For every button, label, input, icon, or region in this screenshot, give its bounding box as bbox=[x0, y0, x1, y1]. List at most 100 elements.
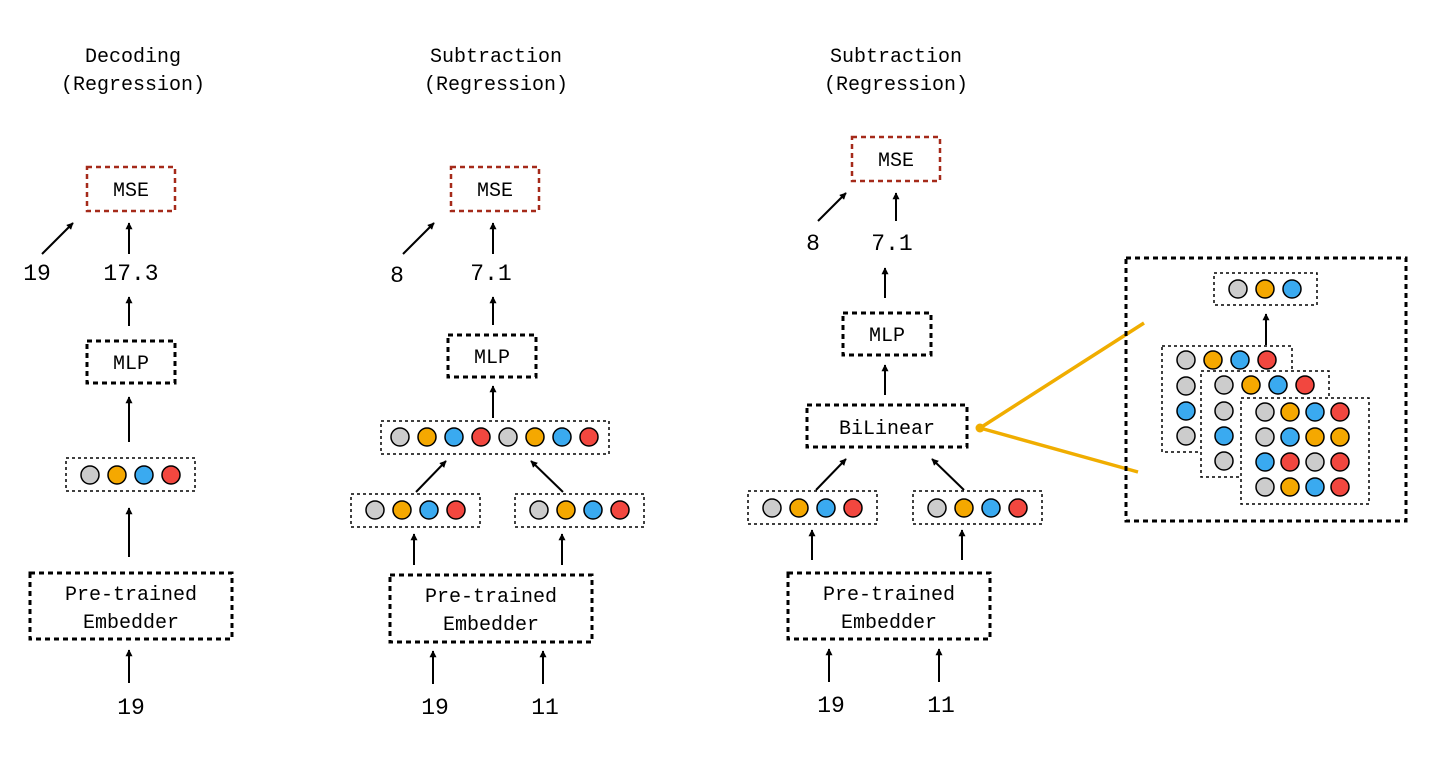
panel2-embedding-a-orange-dot bbox=[392, 500, 412, 520]
panel2-title-line1: Subtraction bbox=[430, 46, 562, 69]
zoom-matrix-front-blue-dot bbox=[1280, 427, 1300, 447]
panel3-bilinear-label: BiLinear bbox=[839, 418, 935, 441]
panel3-embedding-a-blue-dot bbox=[816, 498, 836, 518]
panel2-concat-orange-dot bbox=[417, 427, 437, 447]
zoom-matrix-front-orange-dot bbox=[1330, 427, 1350, 447]
panel1-embedding-orange-dot bbox=[107, 465, 127, 485]
panel2-concat-dots bbox=[390, 427, 599, 447]
zoom-anchor-dot bbox=[975, 423, 985, 433]
panel2-embedding-a bbox=[350, 493, 481, 528]
panel2-mlp-box bbox=[446, 333, 538, 379]
panel1-loss-box bbox=[85, 165, 177, 213]
panel3-embedding-a-red-dot bbox=[843, 498, 863, 518]
panel2-prediction: 7.1 bbox=[470, 261, 511, 287]
panel2-input-a: 19 bbox=[421, 695, 449, 721]
panel3-bilinear-box bbox=[805, 403, 969, 449]
panel2-left-merge-arrow bbox=[415, 460, 447, 493]
panel1-embedding-dots bbox=[80, 465, 181, 485]
panel3-mlp-box bbox=[841, 311, 933, 357]
panel2-embedder-line2: Embedder bbox=[443, 614, 539, 637]
zoom-matrix-mid-red-dot bbox=[1295, 375, 1315, 395]
zoom-frame bbox=[1124, 256, 1408, 523]
panel-subtraction-bilinear: Subtraction (Regression) MSE 8 7.1 MLP B… bbox=[747, 46, 1043, 719]
panel2-loss-label: MSE bbox=[477, 180, 513, 203]
zoom-matrix-front-red-dot bbox=[1330, 402, 1350, 422]
zoom-output-gray-dot bbox=[1228, 279, 1248, 299]
panel2-title-line2: (Regression) bbox=[424, 74, 568, 97]
panel1-mlp-label: MLP bbox=[113, 353, 149, 376]
panel2-input-b: 11 bbox=[531, 695, 559, 721]
panel2-embedding-a-blue-dot bbox=[419, 500, 439, 520]
zoom-matrix-front-gray-dot bbox=[1255, 402, 1275, 422]
zoom-matrix-back-gray-dot bbox=[1176, 426, 1196, 446]
panel1-title-line2: (Regression) bbox=[61, 74, 205, 97]
panel2-embedding-a-dots bbox=[365, 500, 466, 520]
zoom-matrix-front-blue-dot bbox=[1305, 477, 1325, 497]
zoom-output-orange-dot bbox=[1255, 279, 1275, 299]
panel1-loss-label: MSE bbox=[113, 180, 149, 203]
panel3-embedding-a bbox=[747, 490, 878, 525]
zoom-matrix-mid-blue-dot bbox=[1268, 375, 1288, 395]
zoom-matrix-front-gray-dot bbox=[1255, 477, 1275, 497]
zoom-matrix-back-gray-dot bbox=[1176, 350, 1196, 370]
panel3-embedding-b-blue-dot bbox=[981, 498, 1001, 518]
zoom-matrix-front-blue-dot bbox=[1255, 452, 1275, 472]
zoom-connector-bottom bbox=[979, 426, 1139, 474]
zoom-output-dots bbox=[1228, 279, 1302, 299]
panel2-target: 8 bbox=[390, 263, 404, 289]
zoom-matrix-front-gray-dot bbox=[1255, 427, 1275, 447]
zoom-matrix-back-blue-dot bbox=[1230, 350, 1250, 370]
zoom-connector-top bbox=[979, 321, 1145, 430]
panel1-target: 19 bbox=[23, 261, 51, 287]
panel1-prediction: 17.3 bbox=[103, 261, 158, 287]
bilinear-zoom-inset bbox=[975, 256, 1408, 523]
panel3-embedder-line2: Embedder bbox=[841, 612, 937, 635]
panel2-concat-orange-dot bbox=[525, 427, 545, 447]
panel1-embedding-gray-dot bbox=[80, 465, 100, 485]
panel3-target-arrow bbox=[817, 192, 847, 222]
panel3-loss-box bbox=[850, 135, 942, 183]
panel3-embedding-a-dots bbox=[762, 498, 863, 518]
zoom-matrix-mid-gray-dot bbox=[1214, 375, 1234, 395]
panel3-embedder-box bbox=[786, 571, 992, 641]
panel3-right-merge-arrow bbox=[931, 458, 965, 491]
zoom-weight-tensor bbox=[1161, 345, 1370, 505]
panel1-input: 19 bbox=[117, 695, 145, 721]
panel2-mlp-label: MLP bbox=[474, 347, 510, 370]
panel3-embedding-b-orange-dot bbox=[954, 498, 974, 518]
zoom-output-blue-dot bbox=[1282, 279, 1302, 299]
panel3-embedding-b-gray-dot bbox=[927, 498, 947, 518]
panel3-left-merge-arrow bbox=[815, 458, 847, 491]
panel1-title-line1: Decoding bbox=[85, 46, 181, 69]
panel2-concat-red-dot bbox=[471, 427, 491, 447]
panel3-embedder-line1: Pre-trained bbox=[823, 584, 955, 607]
zoom-matrix-back-blue-dot bbox=[1176, 401, 1196, 421]
panel3-embedding-a-orange-dot bbox=[789, 498, 809, 518]
panel1-mlp-box bbox=[85, 339, 177, 385]
panel3-embedding-b-red-dot bbox=[1008, 498, 1028, 518]
panel2-embedding-a-gray-dot bbox=[365, 500, 385, 520]
zoom-matrix-front-gray-dot bbox=[1305, 452, 1325, 472]
panel1-embedding-red-dot bbox=[161, 465, 181, 485]
zoom-matrix-mid-gray-dot bbox=[1214, 401, 1234, 421]
zoom-matrix-mid-blue-dot bbox=[1214, 426, 1234, 446]
panel3-loss-label: MSE bbox=[878, 150, 914, 173]
panel-subtraction-concat: Subtraction (Regression) MSE 8 7.1 MLP bbox=[350, 46, 645, 721]
panel2-embedder-box bbox=[388, 573, 594, 644]
panel2-embedding-b-blue-dot bbox=[583, 500, 603, 520]
panel3-embedding-a-gray-dot bbox=[762, 498, 782, 518]
panel2-right-merge-arrow bbox=[530, 460, 564, 493]
panel2-concat-blue-dot bbox=[552, 427, 572, 447]
panel2-embedding-b-gray-dot bbox=[529, 500, 549, 520]
panel2-concat-blue-dot bbox=[444, 427, 464, 447]
panel2-embedding-b-dots bbox=[529, 500, 630, 520]
zoom-output-vector bbox=[1213, 272, 1318, 306]
zoom-matrix-front-red-dot bbox=[1280, 452, 1300, 472]
zoom-matrix-front-orange-dot bbox=[1305, 427, 1325, 447]
panel2-embedding-b-orange-dot bbox=[556, 500, 576, 520]
panel2-concat-box bbox=[380, 420, 610, 455]
panel2-embedding-b bbox=[514, 493, 645, 528]
panel2-target-arrow bbox=[402, 222, 435, 255]
panel3-prediction: 7.1 bbox=[871, 231, 912, 257]
